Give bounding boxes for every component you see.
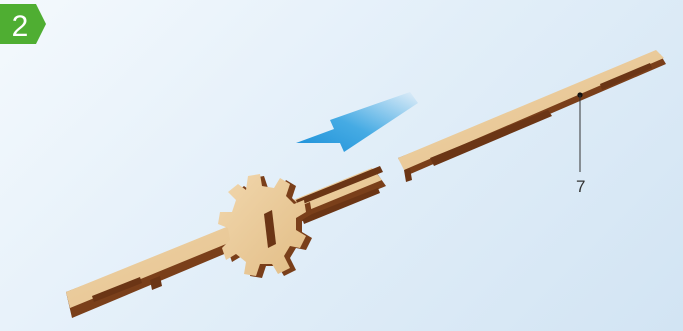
part-7-label: 7 xyxy=(576,177,585,197)
step-number: 2 xyxy=(5,9,35,45)
gear-piece xyxy=(218,174,312,278)
step-badge: 2 xyxy=(0,4,50,44)
part-7-rod xyxy=(398,50,666,182)
assembled-rod-with-gear xyxy=(66,166,386,318)
direction-arrow xyxy=(296,92,418,152)
